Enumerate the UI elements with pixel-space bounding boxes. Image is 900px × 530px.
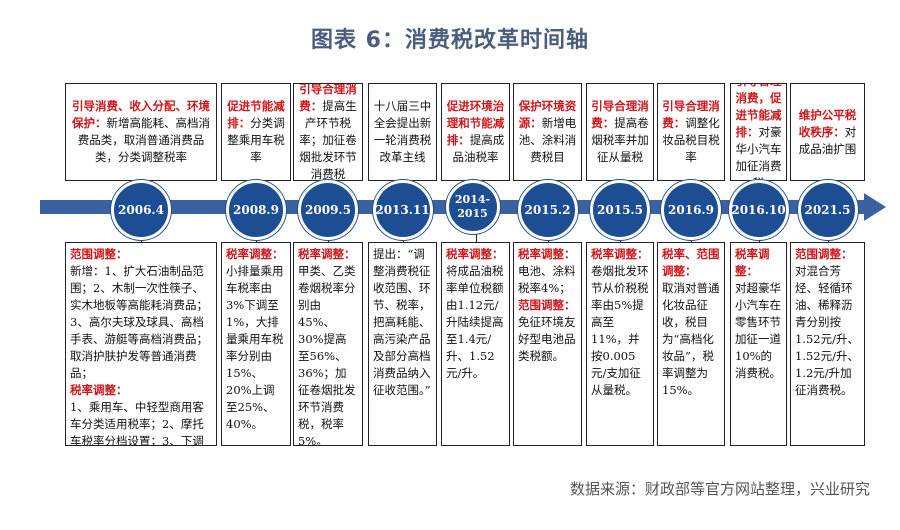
event-detail-box: 税率调整： 卷烟批发环节从价税税率由5%提高至11%，并按0.005元/支加征从量… xyxy=(586,242,654,446)
section-heading: 引导合理消费： xyxy=(591,99,649,130)
section-heading: 保护环境资源： xyxy=(518,99,577,130)
section-text: 对超豪华小汽车在零售环节加征一道10%的消费税。 xyxy=(735,281,781,380)
section-text: 提出：“调整消费税征收范围、环节、税率，把高耗能、高污染产品及部分高档消费品纳入… xyxy=(373,247,431,397)
event-goal-box: 促进节能减排：分类调整乘用车税率 xyxy=(221,83,291,181)
section-heading: 范围调整： xyxy=(70,247,128,261)
source-note: 数据来源：财政部等官方网站整理，兴业研究 xyxy=(569,480,870,498)
section-text: 电池、涂料税率4%； xyxy=(518,264,576,295)
section-heading: 维护公平税收秩序： xyxy=(798,107,857,139)
event-goal-box: 维护公平税收秩序：对成品油扩围 xyxy=(790,83,865,181)
event-detail-box: 范围调整： 对混合芳烃、轻循环油、稀释沥青分别按1.52元/升、1.52元/升、1… xyxy=(790,242,865,446)
section-text: 甲类、乙类卷烟税率分别由45%、30%提高至56%、36%；加征卷烟批发环节消费… xyxy=(298,264,356,446)
section-text: 十八届三中全会提出新一轮消费税改革主线 xyxy=(373,99,432,164)
section-text: 提高成品油税率 xyxy=(452,133,505,164)
timeline-node-date: 2008.9 xyxy=(226,180,286,240)
section-heading: 范围调整： xyxy=(518,298,576,312)
connector-bottom xyxy=(475,234,477,242)
section-heading: 引导合理消费： xyxy=(299,83,357,113)
event-goal-box: 引导合理消费：调整化妆品税目税率 xyxy=(657,83,725,181)
event-goal-box: 引导合理消费：提高卷烟税率并加征从量税 xyxy=(586,83,654,181)
page-title: 图表 6：消费税改革时间轴 xyxy=(311,28,589,53)
section-text: 新增：1、扩大石油制品范围；2、木制一次性筷子、实木地板等高能耗消费品；3、高尔… xyxy=(70,264,208,380)
timeline-node-date: 2009.5 xyxy=(298,180,358,240)
timeline-node-date: 2013.11 xyxy=(372,180,433,240)
event-detail-box: 税率调整： 小排量乘用车税率由3%下调至1%，大排量乘用车税率分别由15%、20%… xyxy=(221,242,291,446)
timeline-node-date: 2015.5 xyxy=(590,180,650,240)
section-text: 对混合芳烃、轻循环油、稀释沥青分别按1.52元/升、1.52元/升、1.2元/升… xyxy=(795,264,859,397)
timeline-arrow xyxy=(864,193,886,221)
section-text: 小排量乘用车税率由3%下调至1%，大排量乘用车税率分别由15%、20%上调至25… xyxy=(226,264,284,431)
section-heading: 税率、范围调整： xyxy=(662,247,720,278)
timeline-node-date: 2014-2015 xyxy=(445,180,500,234)
section-text: 调整化妆品税目税率 xyxy=(662,116,720,164)
section-text: 新增高能耗、高档消费品类，取消普通消费品类，分类调整税率 xyxy=(77,116,210,164)
section-heading: 税率调整： xyxy=(518,247,576,261)
event-goal-box: 引导消费、收入分配、环境保护：新增高能耗、高档消费品类，取消普通消费品类，分类调… xyxy=(65,83,217,181)
section-text: 对成品油扩围 xyxy=(798,124,857,156)
section-heading: 税率调整： xyxy=(298,247,356,261)
event-detail-box: 税率调整： 甲类、乙类卷烟税率分别由45%、30%提高至56%、36%；加征卷烟批… xyxy=(293,242,363,446)
timeline-node-date: 2006.4 xyxy=(111,180,171,240)
section-heading: 税率调整： xyxy=(446,247,504,261)
timeline-node-date: 2015.2 xyxy=(517,180,578,240)
section-text: 免征环境友好型电池品类税额。 xyxy=(518,315,576,363)
section-text: 提高生产环节税率；加征卷烟批发环节消费税 xyxy=(299,99,357,181)
timeline-node-date: 2016.9 xyxy=(661,180,721,240)
section-heading: 税率调整： xyxy=(226,247,284,261)
section-heading: 促进节能减排： xyxy=(227,99,285,130)
event-goal-box: 促进环境治理和节能减排：提高成品油税率 xyxy=(441,83,510,181)
section-heading: 引导消费、收入分配、环境保护： xyxy=(72,99,210,130)
section-text: 卷烟批发环节从价税税率由5%提高至11%，并按0.005元/支加征从量税。 xyxy=(591,264,649,397)
section-text: 新增电池、涂料消费税目 xyxy=(518,116,577,164)
section-heading: 促进环境治理和节能减排： xyxy=(446,99,505,147)
event-detail-box: 税率、范围调整：取消对普通化妆品征收，税目为“高档化妆品”，税率调整为15%。 xyxy=(657,242,725,446)
event-detail-box: 税率调整： 将成品油税率单位税额由1.12元/升陆续提高至1.4元/升、1.52元… xyxy=(441,242,510,446)
section-text: 1、乘用车、中轻型商用客车分类适用税率；2、摩托车税率分档设置；3、下调汽车轮胎… xyxy=(70,400,204,446)
event-detail-box: 范围调整： 新增：1、扩大石油制品范围；2、木制一次性筷子、实木地板等高能耗消费品… xyxy=(65,242,217,446)
section-text: 将成品油税率单位税额由1.12元/升陆续提高至1.4元/升、1.52元/升。 xyxy=(446,264,504,380)
section-heading: 引导合理消费： xyxy=(662,99,720,130)
section-heading: 范围调整： xyxy=(795,247,853,261)
event-goal-box: 十八届三中全会提出新一轮消费税改革主线 xyxy=(368,83,437,181)
section-heading: 税率调整： xyxy=(70,383,128,397)
section-text: 取消对普通化妆品征收，税目为“高档化妆品”，税率调整为15%。 xyxy=(662,281,720,397)
section-text: 分类调整乘用车税率 xyxy=(227,116,285,164)
timeline-node-date: 2016.10 xyxy=(728,180,789,240)
section-heading: 引导合理消费，促进节能减排： xyxy=(735,84,782,139)
event-goal-box: 保护环境资源：新增电池、涂料消费税目 xyxy=(513,83,582,181)
section-heading: 税率调整： xyxy=(735,247,770,278)
section-text: 提高卷烟税率并加征从量税 xyxy=(591,116,649,164)
event-detail-box: 税率调整：对超豪华小汽车在零售环节加征一道10%的消费税。 xyxy=(730,242,787,446)
event-detail-box: 税率调整： 电池、涂料税率4%； 范围调整： 免征环境友好型电池品类税额。 xyxy=(513,242,582,446)
timeline-node-date: 2021.5 xyxy=(797,180,858,240)
event-detail-box: 提出：“调整消费税征收范围、环节、税率，把高耗能、高污染产品及部分高档消费品纳入… xyxy=(368,242,437,446)
section-heading: 税率调整： xyxy=(591,247,649,261)
event-goal-box: 引导合理消费：提高生产环节税率；加征卷烟批发环节消费税 xyxy=(293,83,363,181)
